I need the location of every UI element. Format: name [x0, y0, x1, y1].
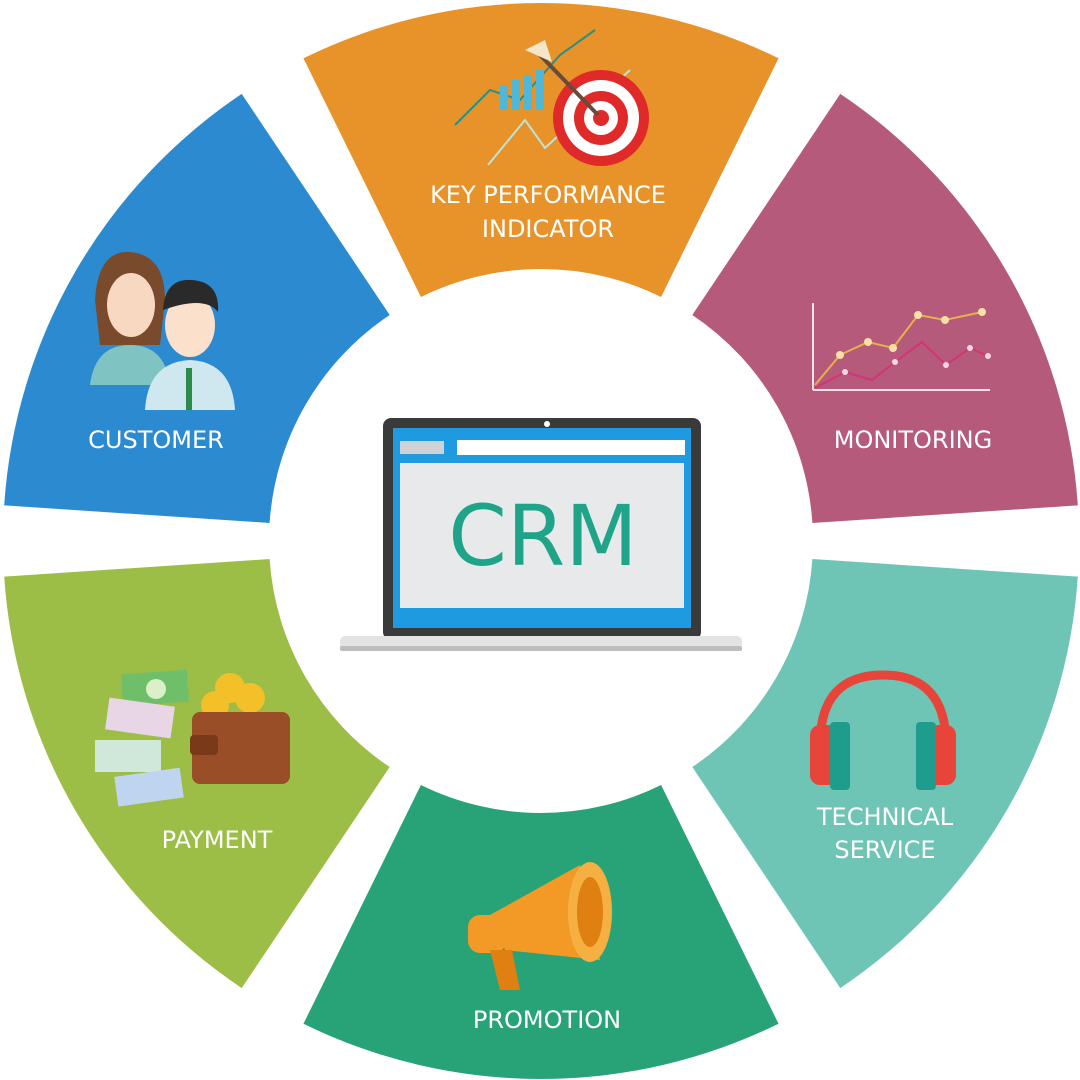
- laptop-icon: [340, 418, 742, 651]
- target-chart-icon: [454, 29, 649, 166]
- segment-label-technical: TECHNICAL: [816, 803, 954, 831]
- segment-label-promotion: PROMOTION: [473, 1006, 621, 1034]
- line-chart-icon: [812, 303, 991, 391]
- segment-label-technical: SERVICE: [834, 836, 935, 864]
- customers-icon: [90, 251, 235, 410]
- crm-title: CRM: [448, 487, 638, 585]
- segment-label-kpi: KEY PERFORMANCE: [430, 181, 666, 209]
- segment-technical: [692, 559, 1078, 989]
- wallet-money-icon: [95, 669, 290, 807]
- megaphone-icon: [468, 862, 612, 990]
- segment-monitoring: [692, 93, 1078, 523]
- segment-label-payment: PAYMENT: [162, 826, 273, 854]
- segment-label-customer: CUSTOMER: [88, 426, 224, 454]
- segment-label-monitoring: MONITORING: [834, 426, 992, 454]
- segment-kpi: [303, 3, 779, 297]
- headphones-icon: [810, 670, 956, 790]
- segment-label-kpi: INDICATOR: [482, 215, 614, 243]
